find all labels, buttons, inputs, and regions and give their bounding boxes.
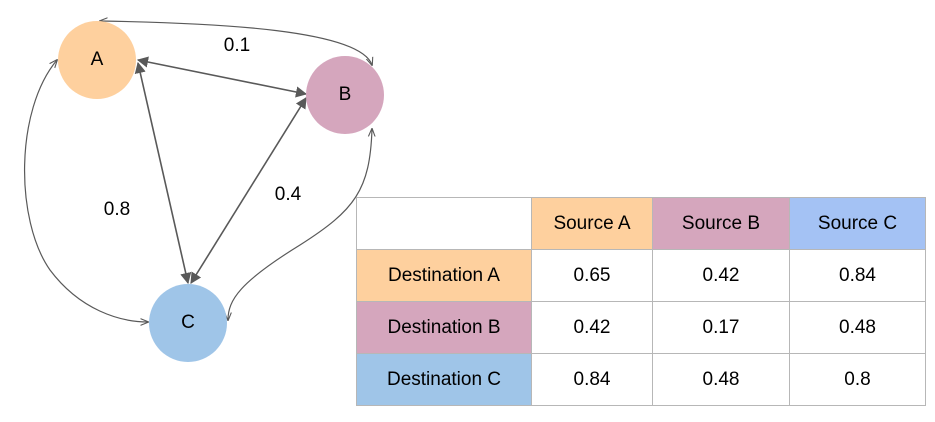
row-label: Destination A [356,249,532,302]
node-c-label: C [181,312,195,333]
node-a-label: A [90,49,104,70]
node-b [306,56,384,134]
header-source-b: Source B [652,197,790,250]
edge-b-c-curved [228,129,372,320]
cell: 0.8 [789,353,926,406]
node-b-label: B [338,84,352,105]
row-label: Destination B [356,301,532,354]
table-row: Destination C 0.84 0.48 0.8 [356,353,926,406]
cell: 0.48 [789,301,926,354]
corner-cell [356,197,532,250]
cell: 0.84 [531,353,653,406]
node-a [58,21,136,99]
edge-label-ab: 0.1 [223,35,251,56]
edge-label-bc: 0.4 [274,184,302,205]
cell: 0.42 [531,301,653,354]
table-header-row: Source A Source B Source C [356,197,926,250]
cell: 0.48 [652,353,790,406]
cell: 0.17 [652,301,790,354]
node-c [149,284,227,362]
edge-a-b [136,56,308,98]
table-row: Destination B 0.42 0.17 0.48 [356,301,926,354]
table-row: Destination A 0.65 0.42 0.84 [356,249,926,302]
cell: 0.42 [652,249,790,302]
cell: 0.65 [531,249,653,302]
weights-table: Source A Source B Source C Destination A… [356,197,926,406]
header-source-c: Source C [789,197,926,250]
cell: 0.84 [789,249,926,302]
header-source-a: Source A [531,197,653,250]
row-label: Destination C [356,353,532,406]
edge-a-b-curved [100,21,372,65]
edge-a-c [134,61,192,285]
edge-label-ac: 0.8 [103,199,131,220]
edge-a-c-curved [24,60,148,322]
